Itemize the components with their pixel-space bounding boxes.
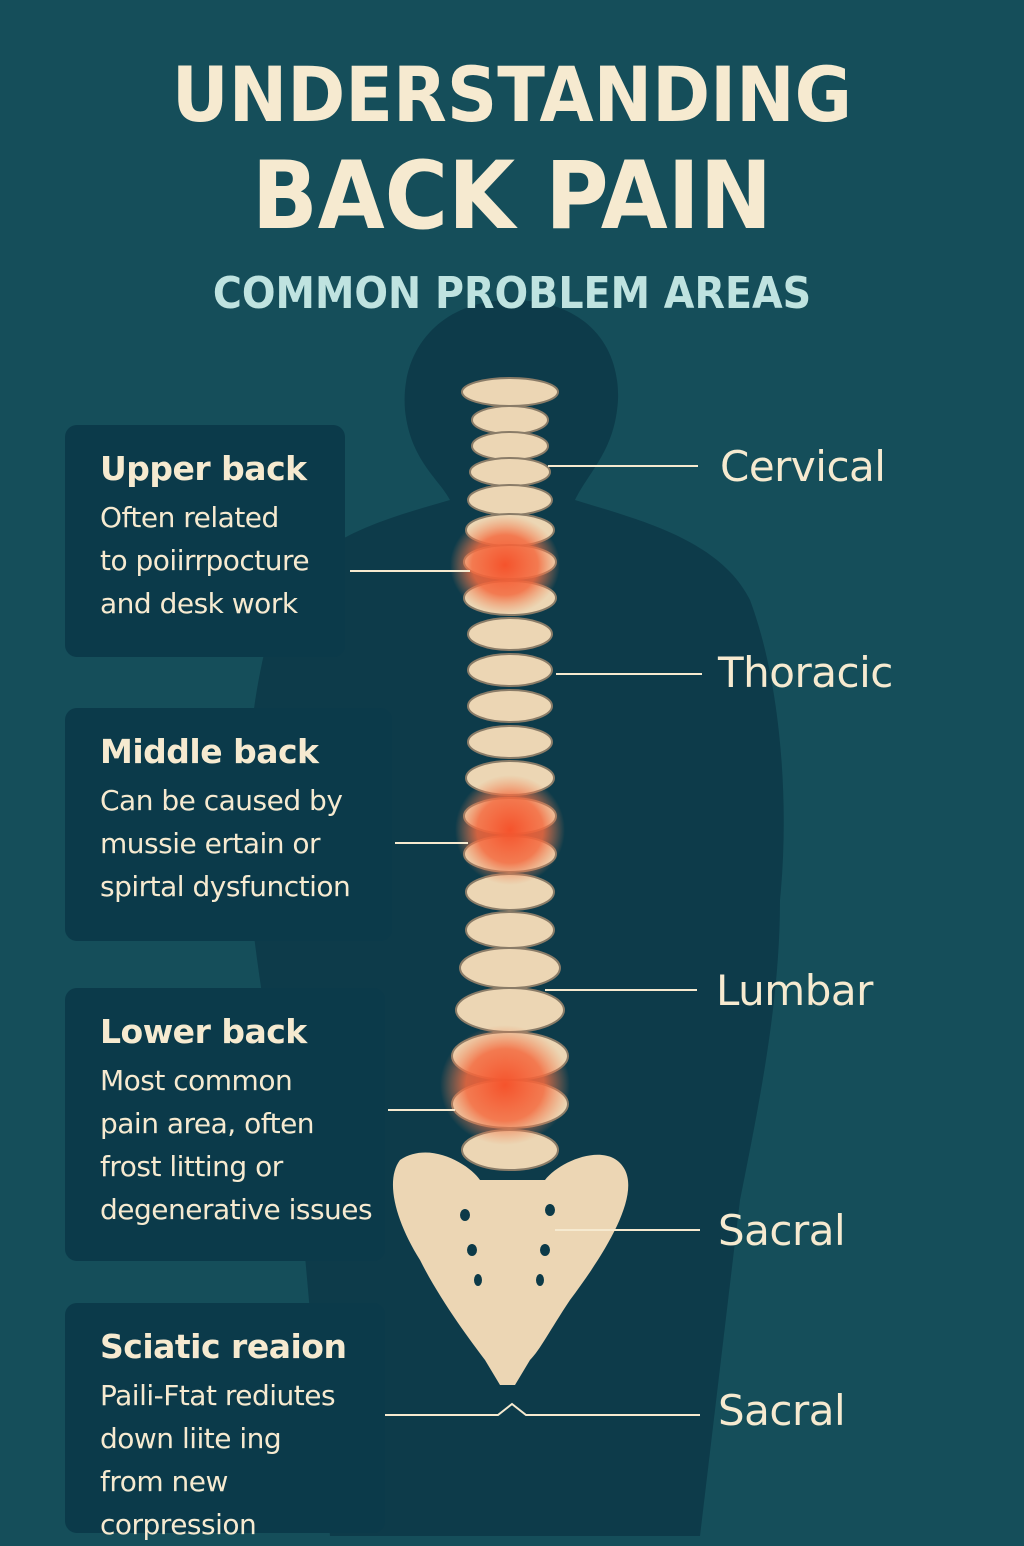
card-body: Often related to poiirrpocture and desk … [100, 501, 310, 620]
title-line-2: BACK PAIN [251, 142, 773, 251]
card-title: Sciatic reaion [100, 1327, 347, 1366]
card-body: Paili-Ftat rediutes down liite ing from … [100, 1379, 336, 1541]
label-thoracic: Thoracic [718, 648, 893, 697]
card-title: Upper back [100, 449, 307, 488]
subtitle: COMMON PROBLEM AREAS [212, 268, 812, 319]
label-cervical: Cervical [720, 442, 886, 491]
card-title: Lower back [100, 1012, 307, 1051]
card-body: Can be caused by mussie ertain or spirta… [100, 784, 351, 903]
label-lumbar: Lumbar [716, 966, 873, 1015]
card-middle-back: Middle back Can be caused by mussie erta… [65, 708, 392, 941]
label-sacral-lower: Sacral [718, 1386, 846, 1435]
card-body: Most common pain area, often frost litti… [100, 1064, 373, 1226]
card-sciatic-region: Sciatic reaion Paili-Ftat rediutes down … [65, 1303, 385, 1541]
title-line-1: UNDERSTANDING [171, 50, 853, 139]
card-upper-back: Upper back Often related to poiirrpoctur… [65, 425, 345, 657]
label-sacral: Sacral [718, 1206, 846, 1255]
card-title: Middle back [100, 732, 319, 771]
card-lower-back: Lower back Most common pain area, often … [65, 988, 385, 1261]
